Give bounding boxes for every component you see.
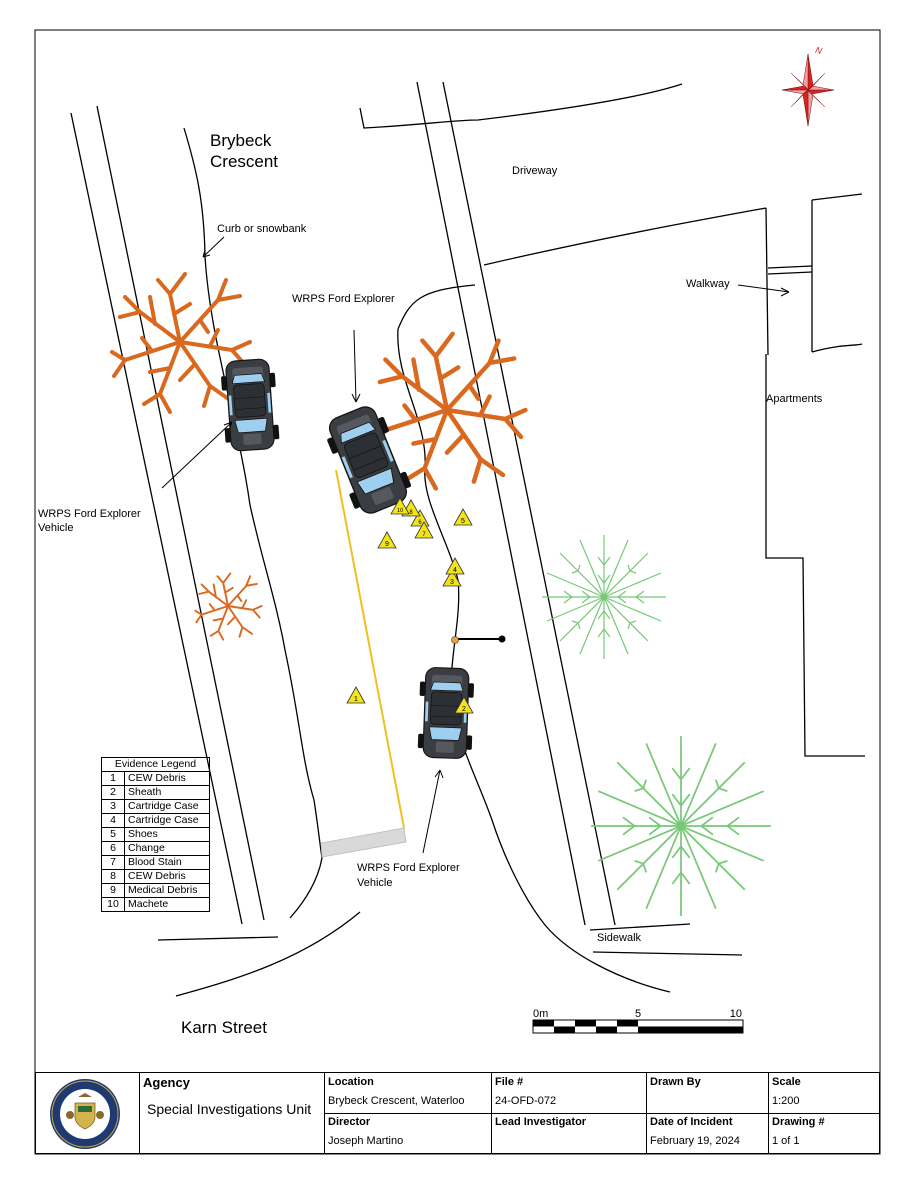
agency-heading: Agency [143,1075,190,1090]
marker-2: 2 [454,696,474,714]
marker-8: 8 [401,499,421,517]
title-block: Agency Special Investigations Unit Locat… [35,1072,880,1154]
svg-text:6: 6 [418,520,422,526]
scale-tick-5: 5 [635,1008,641,1020]
location-heading: Location [328,1076,374,1088]
svg-text:3: 3 [450,579,454,586]
marker-10: 10 [390,497,410,515]
scale-tick-10: 10 [730,1008,742,1020]
sheet-border [34,29,881,1155]
tree-green-1 [541,534,667,660]
leader-arrows [161,236,790,854]
scale-bar: 0m 5 10 [532,1008,744,1034]
apartments-label: Apartments [766,393,823,405]
curb-marking-line [335,469,405,829]
agency-value: Special Investigations Unit [147,1101,312,1117]
marker-3: 3 [442,569,462,587]
street-label-karn: Karn Street [181,1018,267,1037]
siu-seal-logo [50,1079,120,1149]
scale-heading: Scale [772,1076,801,1088]
street-label-brybeck-2: Crescent [210,152,278,171]
svg-text:10: 10 [397,508,403,514]
svg-text:9: 9 [385,541,389,548]
curb-label: Curb or snowbank [217,223,307,235]
vehicle-bottom-label-2: Vehicle [357,877,392,889]
svg-text:8: 8 [409,510,413,516]
marker-4: 4 [445,557,465,575]
svg-text:7: 7 [422,532,426,538]
lead-investigator-heading: Lead Investigator [495,1116,587,1128]
tree-green-2 [590,735,772,917]
file-heading: File # [495,1076,524,1088]
drawing-number-heading: Drawing # [772,1116,825,1128]
marker-6: 6 [410,509,430,527]
walkway-label: Walkway [686,278,730,290]
vehicle-top-label: WRPS Ford Explorer [292,293,395,305]
lamp-post [451,635,506,644]
date-value: February 19, 2024 [650,1135,740,1147]
drawn-by-heading: Drawn By [650,1076,701,1088]
compass-rose-icon: N [781,45,835,127]
svg-text:4: 4 [453,567,457,574]
director-value: Joseph Martino [328,1135,404,1147]
svg-text:2: 2 [462,706,466,713]
compass-north-label: N [814,45,823,56]
marker-1: 1 [346,686,366,704]
drawing-number-value: 1 of 1 [772,1135,800,1147]
tree-orange-3 [194,572,263,641]
vehicle-left [219,357,281,453]
vehicle-bottom-label-1: WRPS Ford Explorer [357,862,460,874]
vehicle-left-label-1: WRPS Ford Explorer [38,508,141,520]
snow-patch [320,827,407,858]
file-value: 24-OFD-072 [495,1095,557,1107]
date-heading: Date of Incident [650,1116,733,1128]
sidewalk-label: Sidewalk [597,932,642,944]
evidence-markers: 1 2 3 4 5 6 7 8 9 10 [346,497,474,714]
marker-7: 7 [414,521,434,539]
scale-tick-0: 0m [533,1008,548,1020]
location-value: Brybeck Crescent, Waterloo [328,1095,465,1107]
legend-title: Evidence Legend [101,757,210,772]
marker-9: 9 [377,531,397,549]
svg-text:5: 5 [461,518,465,525]
director-heading: Director [328,1116,371,1128]
driveway-label: Driveway [512,165,558,177]
street-label-brybeck-1: Brybeck [210,131,272,150]
svg-text:1: 1 [354,696,358,703]
scale-value: 1:200 [772,1095,800,1107]
vehicle-left-label-2: Vehicle [38,522,73,534]
marker-5: 5 [453,508,473,526]
